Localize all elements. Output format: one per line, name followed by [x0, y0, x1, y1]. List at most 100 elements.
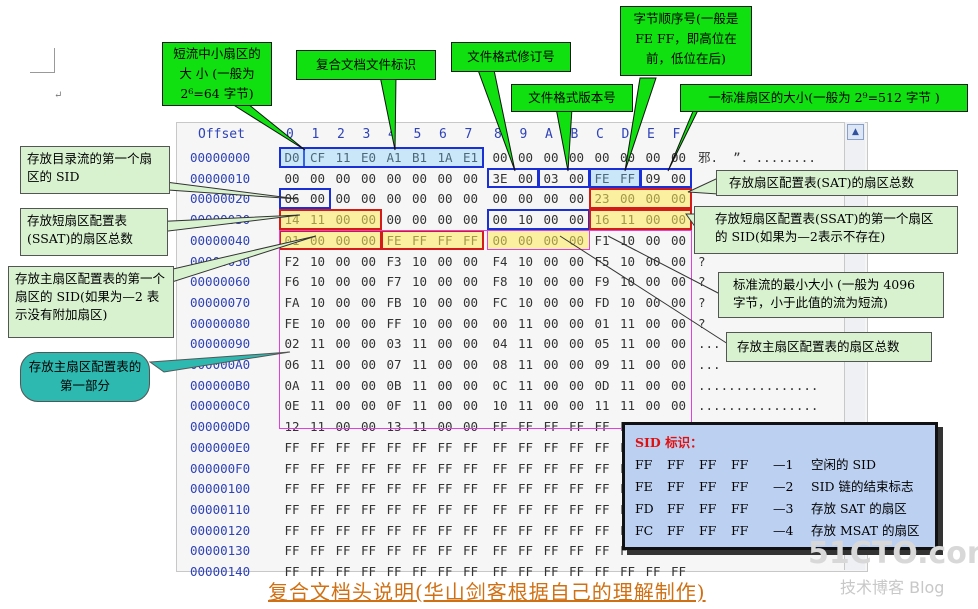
sid-legend-b3: FF — [699, 457, 717, 472]
hex-byte: 08 — [492, 357, 508, 372]
hex-byte: 11 — [517, 336, 534, 352]
callout-format-revision: 文件格式修订号 — [451, 42, 571, 72]
hex-byte: 10 — [309, 274, 326, 290]
hex-byte: 09 — [594, 357, 610, 372]
hex-byte: FF — [568, 460, 585, 476]
hex-byte: 00 — [437, 212, 453, 228]
hex-byte: FF — [309, 564, 326, 579]
hex-byte: FF — [284, 439, 300, 455]
sid-legend-desc: SID 链的结束标志 — [811, 479, 914, 494]
hex-byte: 11 — [411, 377, 428, 393]
callout-sat-count: 存放扇区配置表(SAT)的扇区总数 — [716, 170, 958, 196]
leader-msat-first-part — [148, 351, 291, 373]
hex-col-header: 5 — [413, 127, 422, 142]
hex-byte: FF — [462, 564, 479, 579]
hex-byte: 00 — [670, 336, 687, 352]
hex-col-header: F — [672, 127, 681, 142]
hex-byte: FF — [309, 543, 326, 559]
hex-byte: 00 — [360, 274, 377, 290]
hex-byte: 11 — [309, 419, 326, 435]
hex-byte: E0 — [360, 150, 377, 165]
hex-byte: FF — [492, 522, 508, 538]
hex-byte: E1 — [462, 150, 479, 165]
highlight-format-version — [538, 167, 590, 189]
hex-byte: 00 — [411, 191, 428, 207]
hex-byte: FF — [360, 522, 377, 538]
hex-byte: 10 — [517, 274, 534, 290]
hex-byte: FF — [437, 564, 453, 579]
hex-byte: 10 — [517, 212, 534, 228]
scroll-up-arrow-icon[interactable]: ▲ — [847, 124, 864, 140]
hex-byte: FF — [437, 522, 453, 538]
hex-byte: FF — [335, 439, 351, 455]
hex-byte: 10 — [411, 274, 428, 290]
hex-byte: FF — [594, 460, 610, 476]
hex-byte: 00 — [437, 357, 453, 372]
paragraph-mark: ↵ — [54, 90, 63, 101]
hex-byte: 11 — [517, 377, 534, 393]
hex-byte: 00 — [517, 191, 534, 207]
hex-byte: 00 — [360, 315, 377, 331]
hex-row-ascii: ... — [698, 336, 721, 352]
hex-byte: 11 — [517, 357, 534, 372]
hex-byte: 10 — [517, 253, 534, 269]
hex-byte: 00 — [360, 170, 377, 186]
hex-row-ascii: ? — [698, 274, 706, 290]
hex-byte: 00 — [543, 212, 559, 228]
hex-byte: 11 — [619, 398, 636, 414]
hex-row-offset: 00000130 — [190, 543, 251, 559]
leader-format-revision — [477, 69, 516, 172]
hex-row-ascii: ? — [698, 253, 706, 269]
hex-row-ascii: ................ — [698, 377, 819, 393]
hex-byte: 00 — [543, 274, 559, 290]
hex-byte: FF — [335, 460, 351, 476]
hex-row-ascii: ? — [698, 315, 706, 331]
hex-byte: FF — [386, 481, 402, 497]
hex-byte: FF — [437, 501, 453, 517]
hex-byte: 1A — [437, 150, 453, 165]
hex-byte: FF — [517, 522, 534, 538]
hex-byte: 00 — [568, 274, 585, 290]
hex-byte: 10 — [619, 253, 636, 269]
hex-byte: 00 — [670, 315, 687, 331]
hex-byte: FF — [492, 419, 508, 435]
hex-byte: FF — [543, 522, 559, 538]
hex-byte: FF — [437, 481, 453, 497]
hex-byte: 00 — [360, 336, 377, 352]
hex-byte: 00 — [360, 419, 377, 435]
hex-col-header: A — [545, 127, 553, 142]
hex-col-header: 3 — [362, 127, 371, 142]
hex-byte: 00 — [437, 398, 453, 414]
hex-byte: 06 — [284, 357, 300, 372]
hex-byte: 00 — [437, 377, 453, 393]
hex-byte: A1 — [386, 150, 402, 165]
hex-byte: FF — [437, 460, 453, 476]
hex-byte: 00 — [543, 315, 559, 331]
highlight-sector-shift — [279, 188, 331, 210]
hex-row-offset: 00000080 — [190, 315, 251, 331]
hex-byte: FF — [386, 522, 402, 538]
hex-byte: FF — [462, 481, 479, 497]
hex-row-offset: 000000E0 — [190, 439, 251, 455]
leader-dir-first-sid — [149, 179, 299, 200]
hex-byte: FF — [645, 564, 661, 579]
hex-byte: 00 — [492, 191, 508, 207]
hex-header-offset: Offset — [198, 127, 245, 142]
hex-byte: 11 — [411, 419, 428, 435]
hex-byte: 00 — [335, 191, 351, 207]
callout-msat-first-sid: 存放主扇区配置表的第一个扇区的 SID(如果为—2 表示没有附加扇区) — [8, 266, 174, 338]
watermark-sub: 技术博客 Blog — [840, 578, 945, 597]
hex-byte: 00 — [543, 398, 559, 414]
hex-byte: 00 — [462, 398, 479, 414]
hex-byte: 11 — [619, 377, 636, 393]
hex-byte: 00 — [309, 191, 326, 207]
hex-byte: FF — [594, 501, 610, 517]
highlight-compound-doc-id — [279, 147, 484, 168]
leader-sat-count — [687, 177, 719, 195]
hex-byte: 00 — [568, 377, 585, 393]
hex-byte: 02 — [284, 336, 300, 352]
hex-byte: FF — [386, 460, 402, 476]
